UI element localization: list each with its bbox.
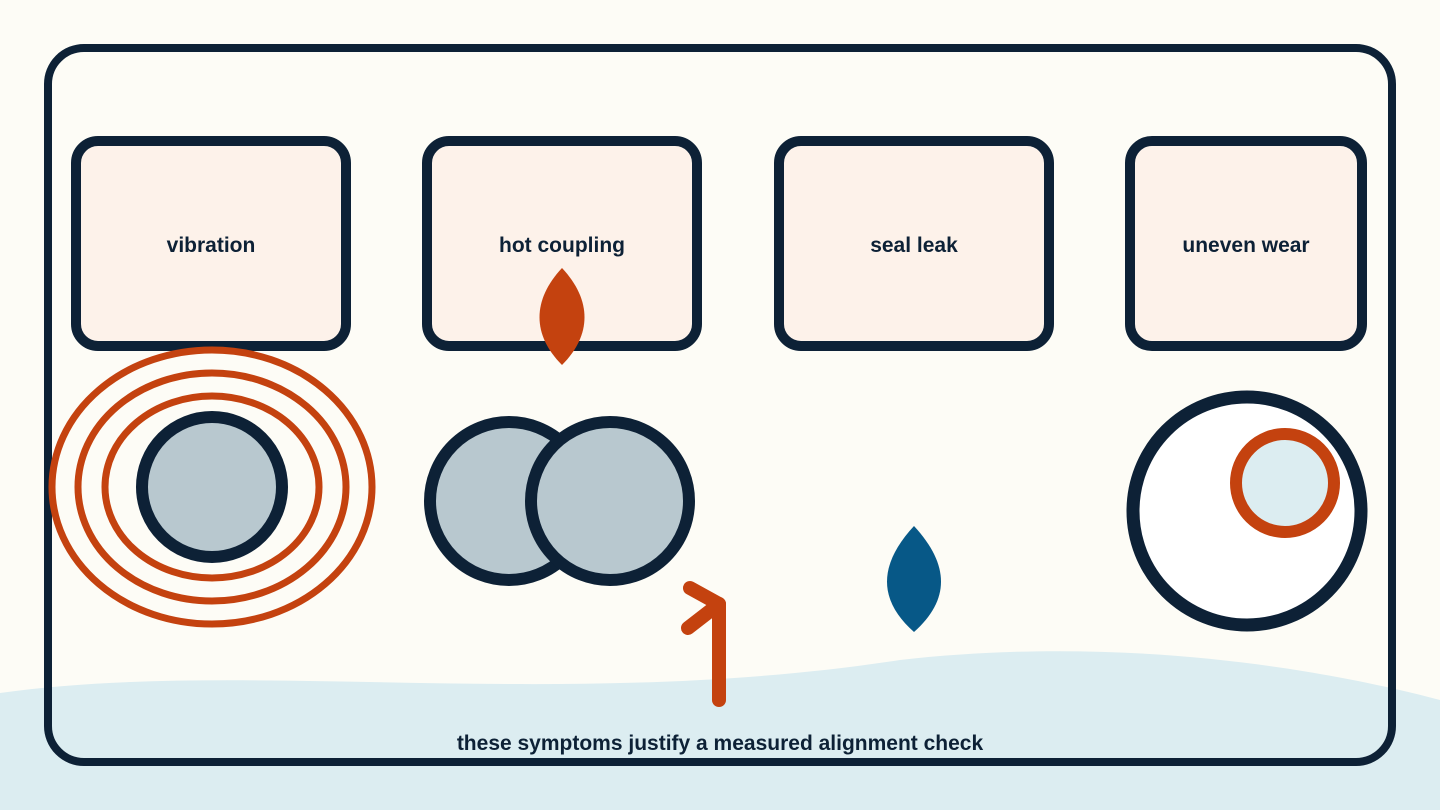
misalignment-arrow-icon xyxy=(681,581,726,707)
card-label-vibration: vibration xyxy=(167,234,256,257)
card-label-uneven-wear: uneven wear xyxy=(1182,234,1309,257)
symptom-card-uneven-wear: uneven wear xyxy=(1125,136,1367,351)
symptom-card-seal-leak: seal leak xyxy=(774,136,1054,351)
card-label-hot-coupling: hot coupling xyxy=(499,234,625,257)
vibrating-shaft xyxy=(136,411,288,563)
card-label-seal-leak: seal leak xyxy=(870,234,958,257)
diagram-caption: these symptoms justify a measured alignm… xyxy=(457,732,984,755)
heat-flame-icon xyxy=(539,268,585,365)
outer-frame xyxy=(44,44,1396,766)
vibration-rings-icon xyxy=(48,346,376,628)
symptom-card-vibration: vibration xyxy=(71,136,351,351)
leak-drop-icon xyxy=(887,526,941,632)
background-wave xyxy=(0,651,1440,810)
offset-couplings-icon xyxy=(424,416,695,586)
wear-bearing-icon xyxy=(1126,390,1368,632)
